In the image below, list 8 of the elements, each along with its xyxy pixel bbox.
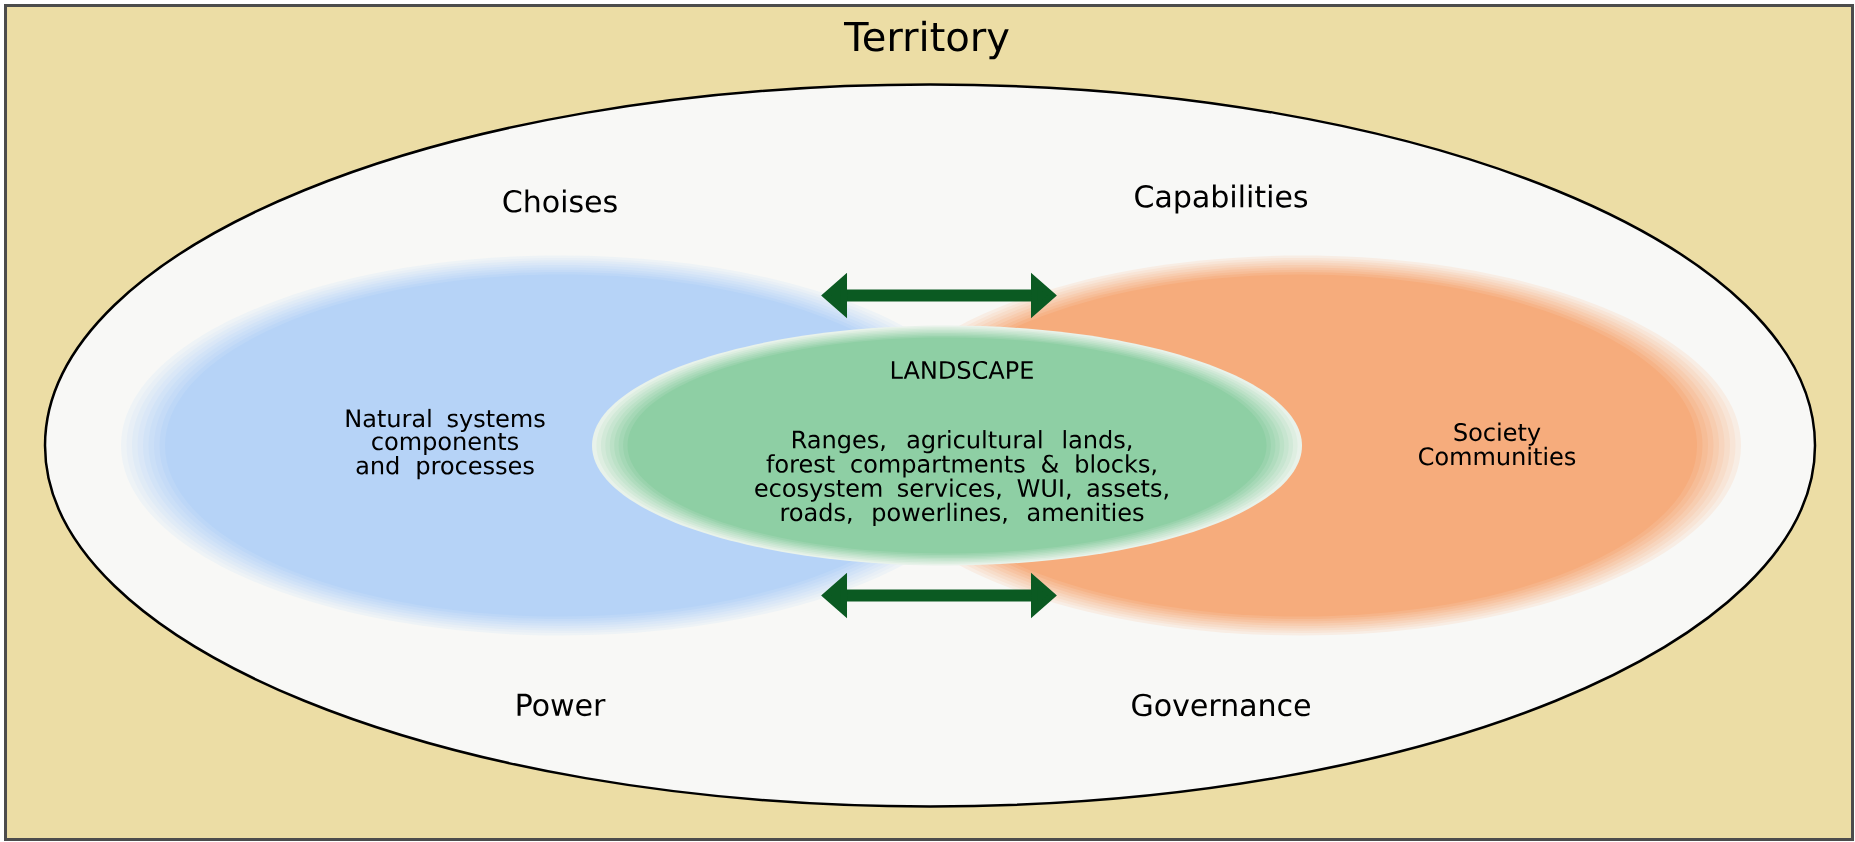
ellipse-text: LANDSCAPE <box>891 360 1033 380</box>
ellipse-label: Governance <box>1132 693 1310 717</box>
ellipse-text: Society Communities <box>1419 422 1576 466</box>
ellipse-label: Power <box>517 693 606 717</box>
ellipse-text: Natural systems components and processes <box>346 408 545 480</box>
ellipse-label: Choises <box>503 189 617 213</box>
ellipse-text: Ranges, agricultural lands, forest compartments & blocks, ecosystem services, WUI, assets, roads, powerlines, amenities <box>755 430 1168 526</box>
ellipse-label: Capabilities <box>1135 184 1308 214</box>
